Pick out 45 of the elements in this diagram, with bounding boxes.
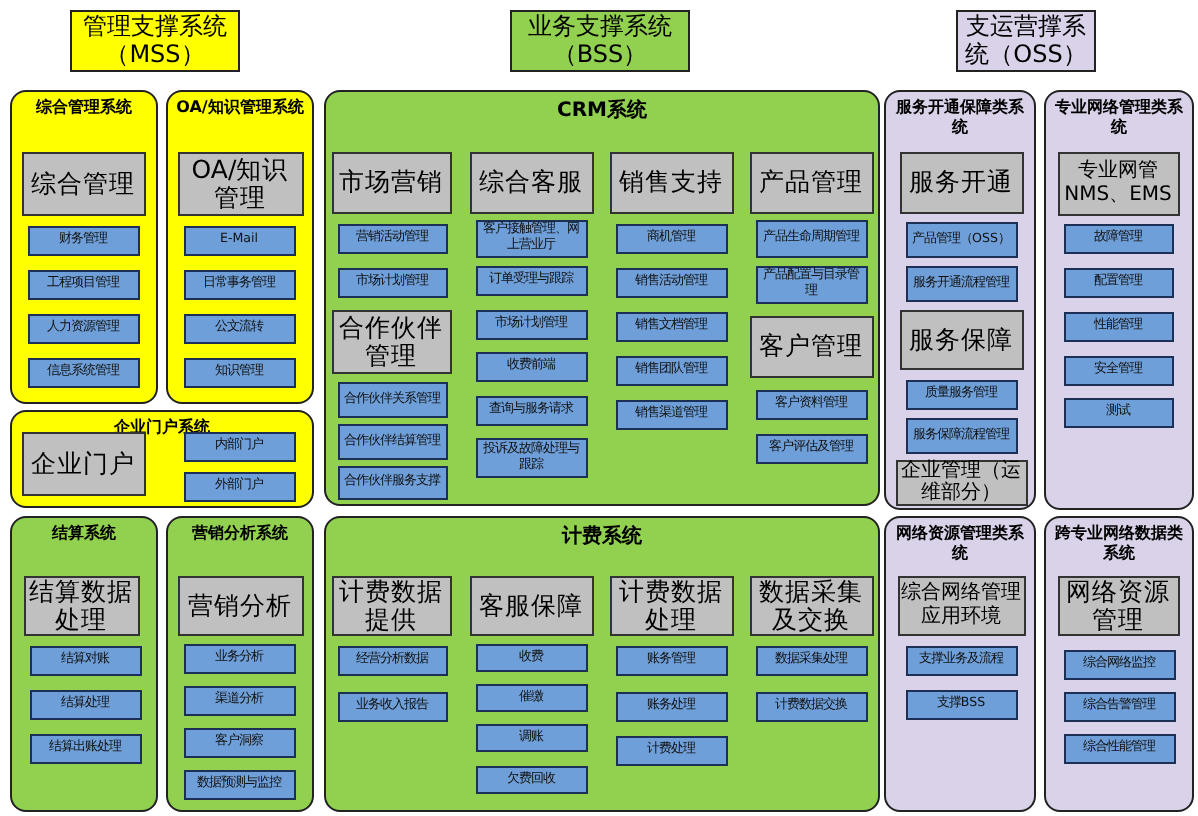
system-panel <box>884 90 1036 510</box>
panel-title: 网络资源管理类系统 <box>894 524 1026 566</box>
module-box: 企业管理（运维部分） <box>895 459 1027 505</box>
layer-header: 业务支撑系统（BSS） <box>510 10 690 72</box>
module-box: 服务开通 <box>899 151 1023 213</box>
module-box: 综合客服 <box>469 151 593 213</box>
module-box: 产品管理 <box>749 151 873 213</box>
system-panel <box>324 90 880 506</box>
module-box: 合作伙伴管理 <box>331 309 451 373</box>
system-panel <box>1044 516 1194 812</box>
module-box: 计费数据提供 <box>331 575 451 635</box>
panel-title: 综合管理系统 <box>34 98 134 119</box>
layer-header: 管理支撑系统（MSS） <box>70 10 240 72</box>
system-panel <box>10 516 158 812</box>
system-panel <box>166 90 314 404</box>
module-box: 数据采集及交换 <box>749 575 873 635</box>
panel-title: CRM系统 <box>555 98 649 124</box>
module-box: 企业门户 <box>21 431 145 495</box>
module-box: 计费数据处理 <box>609 575 733 635</box>
module-box: 综合网络管理应用环境 <box>897 575 1025 635</box>
system-panel <box>10 90 158 404</box>
module-box: 市场营销 <box>331 151 451 213</box>
system-panel <box>324 516 880 812</box>
system-panel <box>10 410 314 508</box>
module-box: 客户管理 <box>749 315 873 377</box>
panel-title: 跨专业网络数据类系统 <box>1053 524 1185 566</box>
module-box: 客服保障 <box>469 575 593 635</box>
panel-title: 营销分析系统 <box>190 524 290 545</box>
panel-title: 专业网络管理类系统 <box>1053 98 1185 140</box>
module-box: 结算数据处理 <box>23 575 139 635</box>
module-box: OA/知识管理 <box>177 151 303 215</box>
system-panel <box>884 516 1036 812</box>
system-panel <box>1044 90 1194 510</box>
module-box: 销售支持 <box>609 151 733 213</box>
module-box: 服务保障 <box>899 309 1023 369</box>
panel-title: 服务开通保障类系统 <box>894 98 1026 140</box>
module-box: 营销分析 <box>177 575 303 635</box>
module-box: 专业网管NMS、EMS <box>1057 151 1179 215</box>
panel-title: 计费系统 <box>559 524 644 550</box>
module-box: 网络资源管理 <box>1057 575 1179 635</box>
system-panel <box>166 516 314 812</box>
layer-header: 支运营撑系统（OSS） <box>956 10 1096 72</box>
panel-title: 结算系统 <box>49 524 118 545</box>
module-box: 综合管理 <box>21 151 145 215</box>
panel-title: OA/知识管理系统 <box>174 98 306 119</box>
